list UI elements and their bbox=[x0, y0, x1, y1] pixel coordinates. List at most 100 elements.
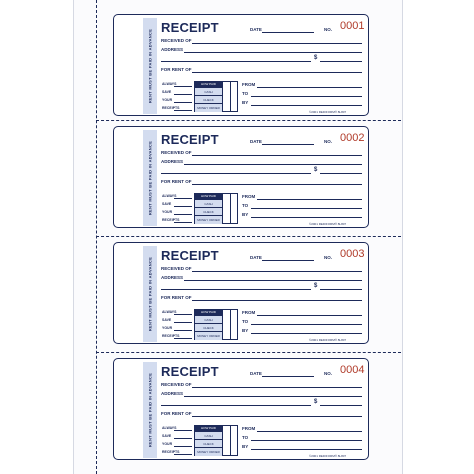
how-paid-header: HOW PAID bbox=[195, 426, 222, 431]
from-label: FROM bbox=[242, 310, 256, 315]
to-field[interactable] bbox=[251, 208, 362, 209]
always-line bbox=[174, 314, 192, 315]
box-divider bbox=[222, 194, 223, 223]
amount-field[interactable] bbox=[320, 289, 362, 290]
money-order-option[interactable]: MONEY ORDER bbox=[195, 103, 222, 112]
by-label: BY bbox=[242, 444, 249, 449]
date-field[interactable] bbox=[262, 144, 314, 145]
for-rent-field[interactable] bbox=[192, 416, 362, 417]
by-field[interactable] bbox=[251, 217, 362, 218]
check-option[interactable]: CHECK bbox=[195, 323, 222, 332]
address-field[interactable] bbox=[184, 52, 362, 53]
side-panel-text: RENT MUST BE PAID IN ADVANCE bbox=[147, 28, 153, 104]
how-paid-header: HOW PAID bbox=[195, 82, 222, 87]
your-line bbox=[174, 214, 192, 215]
cash-option[interactable]: CASH bbox=[195, 431, 222, 440]
side-panel: RENT MUST BE PAID IN ADVANCE bbox=[143, 246, 157, 342]
amount-field[interactable] bbox=[320, 405, 362, 406]
payment-method-box: HOW PAID CASH CHECK MONEY ORDER bbox=[194, 425, 238, 456]
money-order-option[interactable]: MONEY ORDER bbox=[195, 215, 222, 224]
copyright-footer: ©2001 REDIFORM® 8L807 bbox=[309, 222, 347, 226]
received-of-label: RECEIVED OF bbox=[161, 38, 192, 43]
box-divider bbox=[230, 310, 231, 339]
received-of-field[interactable] bbox=[192, 43, 362, 44]
box-divider bbox=[230, 426, 231, 455]
amount-words-field[interactable] bbox=[161, 405, 311, 406]
address-label: ADDRESS bbox=[161, 159, 184, 164]
dollar-sign: $ bbox=[314, 399, 318, 405]
address-label: ADDRESS bbox=[161, 275, 184, 280]
for-rent-field[interactable] bbox=[192, 300, 362, 301]
check-option[interactable]: CHECK bbox=[195, 439, 222, 448]
box-divider bbox=[230, 82, 231, 111]
to-label: TO bbox=[242, 435, 249, 440]
to-field[interactable] bbox=[251, 324, 362, 325]
for-rent-field[interactable] bbox=[192, 184, 362, 185]
money-order-option[interactable]: MONEY ORDER bbox=[195, 331, 222, 340]
money-order-option[interactable]: MONEY ORDER bbox=[195, 447, 222, 456]
from-field[interactable] bbox=[257, 431, 362, 432]
box-divider bbox=[230, 194, 231, 223]
by-field[interactable] bbox=[251, 333, 362, 334]
money-order-label: MONEY ORDER bbox=[197, 450, 220, 454]
from-field[interactable] bbox=[257, 315, 362, 316]
amount-field[interactable] bbox=[320, 61, 362, 62]
amount-words-field[interactable] bbox=[161, 173, 311, 174]
address-field[interactable] bbox=[184, 396, 362, 397]
your-line bbox=[174, 446, 192, 447]
check-label: CHECK bbox=[203, 98, 214, 102]
how-paid-label: HOW PAID bbox=[201, 82, 216, 86]
save-line bbox=[174, 94, 192, 95]
dollar-sign: $ bbox=[314, 167, 318, 173]
from-field[interactable] bbox=[257, 199, 362, 200]
vertical-perforation bbox=[96, 0, 97, 474]
side-panel-text: RENT MUST BE PAID IN ADVANCE bbox=[147, 256, 153, 332]
save-label: SAVE bbox=[162, 434, 172, 438]
side-panel: RENT MUST BE PAID IN ADVANCE bbox=[143, 362, 157, 458]
from-field[interactable] bbox=[257, 87, 362, 88]
always-label: ALWAYS bbox=[162, 426, 177, 430]
received-of-field[interactable] bbox=[192, 387, 362, 388]
number-label: NO. bbox=[324, 371, 333, 376]
address-field[interactable] bbox=[184, 280, 362, 281]
receipt-title: RECEIPT bbox=[161, 132, 219, 147]
receipts-line bbox=[174, 222, 192, 223]
by-field[interactable] bbox=[251, 105, 362, 106]
received-of-field[interactable] bbox=[192, 155, 362, 156]
cash-option[interactable]: CASH bbox=[195, 199, 222, 208]
number-label: NO. bbox=[324, 139, 333, 144]
receipts-line bbox=[174, 110, 192, 111]
by-label: BY bbox=[242, 100, 249, 105]
for-rent-field[interactable] bbox=[192, 72, 362, 73]
address-field[interactable] bbox=[184, 164, 362, 165]
date-field[interactable] bbox=[262, 260, 314, 261]
check-option[interactable]: CHECK bbox=[195, 95, 222, 104]
check-label: CHECK bbox=[203, 326, 214, 330]
cash-option[interactable]: CASH bbox=[195, 315, 222, 324]
how-paid-label: HOW PAID bbox=[201, 310, 216, 314]
cash-option[interactable]: CASH bbox=[195, 87, 222, 96]
to-field[interactable] bbox=[251, 440, 362, 441]
amount-words-field[interactable] bbox=[161, 61, 311, 62]
date-field[interactable] bbox=[262, 376, 314, 377]
receipts-label: RECEIPTS bbox=[162, 450, 180, 454]
horizontal-perforation bbox=[96, 120, 401, 121]
how-paid-header: HOW PAID bbox=[195, 194, 222, 199]
date-field[interactable] bbox=[262, 32, 314, 33]
received-of-field[interactable] bbox=[192, 271, 362, 272]
save-line bbox=[174, 322, 192, 323]
receipts-label: RECEIPTS bbox=[162, 218, 180, 222]
receipts-label: RECEIPTS bbox=[162, 334, 180, 338]
save-label: SAVE bbox=[162, 318, 172, 322]
check-option[interactable]: CHECK bbox=[195, 207, 222, 216]
amount-words-field[interactable] bbox=[161, 289, 311, 290]
to-field[interactable] bbox=[251, 96, 362, 97]
by-label: BY bbox=[242, 212, 249, 217]
your-line bbox=[174, 102, 192, 103]
amount-field[interactable] bbox=[320, 173, 362, 174]
by-field[interactable] bbox=[251, 449, 362, 450]
payment-method-box: HOW PAID CASH CHECK MONEY ORDER bbox=[194, 193, 238, 224]
how-paid-header: HOW PAID bbox=[195, 310, 222, 315]
always-line bbox=[174, 198, 192, 199]
date-label: DATE bbox=[250, 255, 262, 260]
